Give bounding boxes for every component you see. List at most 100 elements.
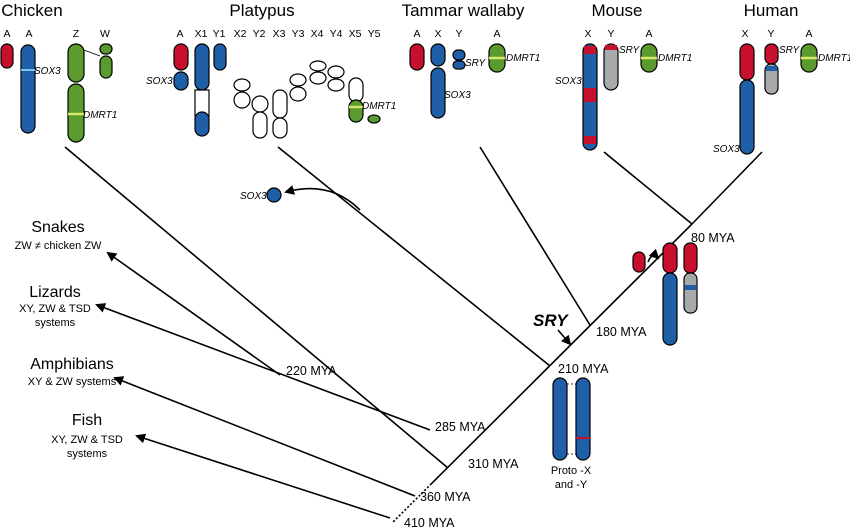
chromosome [99, 43, 113, 55]
chrom-label: A [413, 28, 420, 40]
chromosome [99, 55, 113, 79]
chromosome [430, 67, 446, 119]
gene-label: SOX3 [555, 76, 582, 87]
chrom-label: X4 [311, 28, 324, 40]
group-name: Fish [72, 412, 102, 429]
chromosome [327, 65, 345, 79]
chrom-label: A [25, 28, 32, 40]
group-amphibians: Amphibians XY & ZW systems [28, 356, 117, 388]
chrom-label: Y2 [253, 28, 266, 40]
chromosome-y [452, 49, 466, 61]
group-name: Snakes [31, 219, 84, 236]
red-segment [584, 88, 596, 102]
chrom-label: X2 [234, 28, 247, 40]
chromosome-y1 [213, 43, 227, 71]
mouse-karyotype: X Y A SOX3 SRY DMRT1 [555, 28, 692, 151]
branch-platypus [277, 146, 551, 367]
node-180mya: 180 MYA [596, 325, 647, 339]
chromosome [309, 60, 327, 72]
species-title-platypus: Platypus [229, 1, 294, 20]
node-410mya: 410 MYA [404, 516, 455, 530]
chrom-label: X3 [273, 28, 286, 40]
gene-label: DMRT1 [506, 53, 540, 64]
red-segment [584, 46, 596, 54]
sox3-translocation-arrow [284, 185, 361, 211]
proto-xy: Proto -X and -Y [551, 377, 592, 491]
tree-branches [64, 146, 763, 523]
proto-x [552, 377, 568, 461]
gene-label: SRY [465, 58, 487, 69]
chromosome [20, 44, 36, 134]
proto-label: and -Y [555, 479, 588, 491]
gene-label: SRY [779, 45, 801, 56]
gene-label: SOX3 [444, 90, 471, 101]
homology-line [83, 49, 101, 57]
proto-label: Proto -X [551, 465, 592, 477]
chromosome [173, 43, 189, 71]
chrom-label: X5 [349, 28, 362, 40]
node-285mya: 285 MYA [435, 420, 486, 434]
chrom-label: W [100, 28, 110, 40]
chrom-label: Y3 [292, 28, 305, 40]
chromosome-y5 [367, 114, 381, 124]
chromosome [173, 71, 189, 91]
therian-xy [632, 242, 698, 346]
group-lizards: Lizards XY, ZW & TSD systems [19, 284, 91, 329]
sry-event-label: SRY [533, 311, 569, 330]
chromosome [289, 73, 307, 87]
chromosome [0, 43, 14, 69]
human-karyotype: X Y A SOX3 SRY DMRT1 [713, 28, 850, 155]
group-desc: systems [35, 317, 76, 329]
chrom-label: Y1 [213, 28, 226, 40]
blue-segment [685, 285, 696, 290]
chromosome [251, 95, 269, 113]
chrom-label: Z [73, 28, 80, 40]
gene-label: SOX3 [146, 76, 173, 87]
chrom-label: Y [767, 28, 774, 40]
chromosome [233, 78, 251, 92]
branch-mouse [603, 151, 693, 225]
group-name: Lizards [29, 284, 81, 301]
chromosome-x1-bottom [194, 111, 210, 137]
chromosome-x5-green [348, 99, 364, 123]
gene-label: SOX3 [713, 144, 740, 155]
chromosome [327, 78, 345, 92]
group-desc: systems [67, 448, 108, 460]
branch-human [691, 151, 763, 225]
species-title-human: Human [744, 1, 799, 20]
branch-snakes [106, 251, 281, 376]
species-title-chicken: Chicken [1, 1, 62, 20]
proto-y [575, 377, 591, 461]
chromosome-x [662, 242, 678, 274]
translocation-arrow [647, 248, 660, 263]
chromosome [289, 86, 307, 102]
trunk-dotted-segment [392, 484, 431, 523]
group-desc: XY, ZW & TSD [51, 434, 123, 446]
chromosome [409, 43, 425, 71]
chromosome-x [739, 79, 755, 155]
chromosome-x [739, 43, 755, 81]
sox3-autosome [266, 187, 282, 203]
group-desc: XY & ZW systems [28, 376, 117, 388]
chromosome [272, 117, 288, 139]
chicken-karyotype: A A Z W SOX3 DMRT1 [0, 28, 117, 143]
node-80mya: 80 MYA [691, 231, 735, 245]
chromosome-x1 [194, 43, 210, 91]
blue-segment [766, 66, 777, 71]
chrom-label: A [805, 28, 812, 40]
node-220mya: 220 MYA [286, 364, 337, 378]
main-trunk [392, 223, 693, 523]
group-name: Amphibians [30, 356, 114, 373]
chromosome [233, 91, 251, 109]
branch-fish [135, 433, 391, 519]
gene-label: DMRT1 [658, 53, 692, 64]
sry-arrow [557, 329, 572, 346]
platypus-karyotype: A X1 Y1 X2 Y2 X3 Y3 X4 Y4 X5 Y5 SOX3 DMR… [146, 28, 396, 211]
chrom-label: A [645, 28, 652, 40]
group-desc: XY, ZW & TSD [19, 303, 91, 315]
chrom-label: Y4 [330, 28, 343, 40]
chromosome-y [452, 60, 466, 70]
chromosome-y [764, 63, 779, 95]
red-segment [584, 136, 596, 144]
